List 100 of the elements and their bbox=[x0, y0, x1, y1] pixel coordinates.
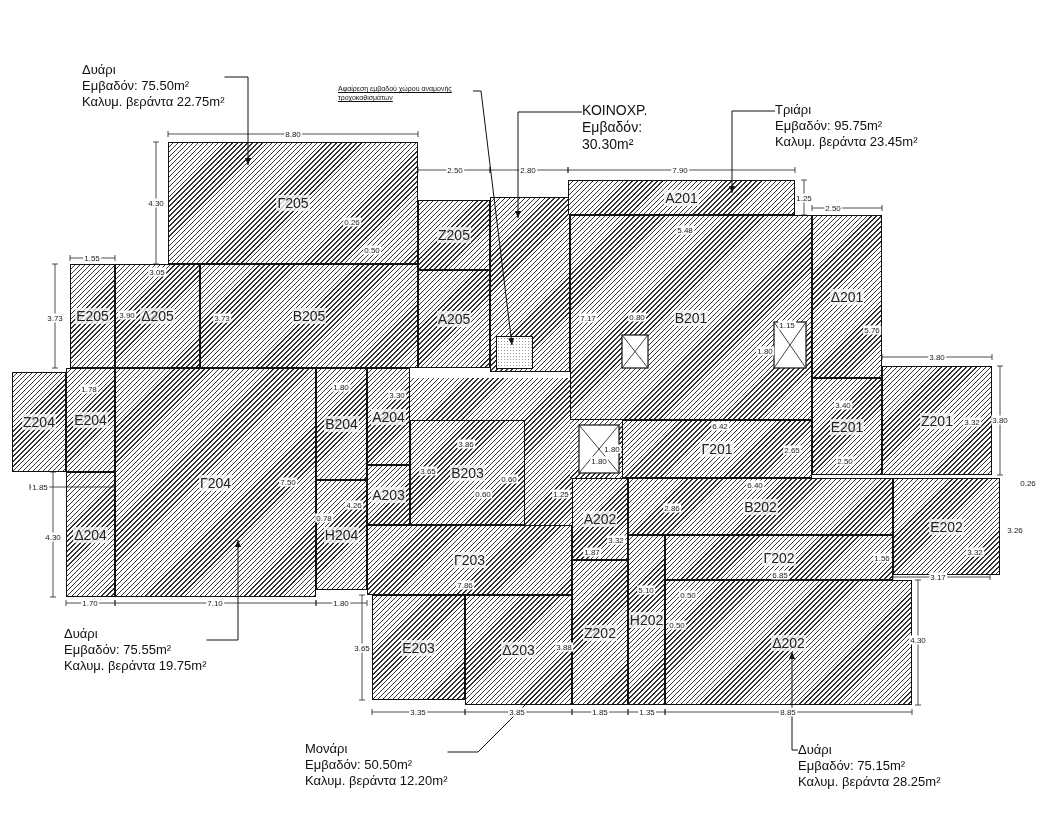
dimension-label: 3.65 bbox=[353, 643, 371, 653]
dimension-label: 1.85 bbox=[591, 707, 609, 717]
room-label: Β204 bbox=[324, 416, 359, 432]
room-label: Β203 bbox=[450, 464, 485, 481]
room-label: Γ204 bbox=[198, 474, 233, 491]
dimension-label: 3.32 bbox=[607, 535, 625, 545]
dimension-label: 3.05 bbox=[148, 267, 166, 277]
dimension-label: 5.10 bbox=[637, 585, 655, 595]
dimension-label: 0.26 bbox=[1019, 478, 1037, 488]
dimension-label: 7.10 bbox=[206, 598, 224, 608]
dimension-label: 3.30 bbox=[388, 390, 406, 400]
dimension-label: 0.80 bbox=[628, 312, 646, 322]
room-label: Γ205 bbox=[276, 195, 310, 211]
hatched-room bbox=[665, 580, 912, 705]
dimension-label: 4.26 bbox=[345, 500, 363, 510]
dimension-label: 0.50 bbox=[363, 245, 381, 255]
callout-text: Καλυμ. βεράντα 23.45m² bbox=[775, 134, 918, 150]
dimension-label: 1.80 bbox=[332, 598, 350, 608]
hatched-room bbox=[70, 264, 115, 368]
dimension-label: 2.80 bbox=[519, 165, 537, 175]
room-label: Ζ201 bbox=[920, 412, 954, 429]
dimension-label: 5.76 bbox=[863, 325, 881, 335]
hatched-room bbox=[115, 264, 200, 368]
dimension-label: 4.30 bbox=[147, 198, 165, 208]
dimension-label: 2.50 bbox=[836, 456, 854, 466]
room-label: Ζ204 bbox=[22, 414, 56, 430]
room-label: Η204 bbox=[323, 527, 360, 543]
dimension-label: 1.80 bbox=[332, 382, 350, 392]
dimension-label: 7.50 bbox=[279, 477, 297, 487]
leader-line bbox=[447, 689, 541, 753]
room-label: Ε202 bbox=[929, 518, 964, 535]
hatched-room bbox=[66, 368, 115, 472]
hatched-room bbox=[628, 478, 893, 535]
leader-line bbox=[729, 110, 776, 194]
callout-text: Εμβαδόν: 75.55m² bbox=[64, 642, 173, 658]
dimension-label: 7.86 bbox=[456, 580, 474, 590]
dimension-label: 1.85 bbox=[31, 482, 49, 492]
callout-heading: Τριάρι bbox=[775, 102, 813, 118]
dimension-label: 3.35 bbox=[409, 707, 427, 717]
room-label: Η202 bbox=[628, 612, 665, 628]
dimension-label: 3.80 bbox=[928, 352, 946, 362]
dimension-label: 6.42 bbox=[711, 421, 729, 431]
hatched-room bbox=[572, 560, 628, 705]
hatched-room bbox=[12, 372, 66, 472]
hatched-room bbox=[316, 480, 367, 590]
callout-text: Εμβαδόν: 50.50m² bbox=[305, 757, 414, 773]
hatched-room bbox=[572, 478, 628, 560]
room-label: Ε203 bbox=[401, 639, 436, 656]
dimension-label: 3.40 bbox=[834, 400, 852, 410]
room-label: Δ201 bbox=[829, 288, 865, 305]
dimension-label: 3.17 bbox=[929, 572, 947, 582]
room-label: Ε204 bbox=[73, 412, 108, 428]
dimension-label: 2.50 bbox=[824, 203, 842, 213]
dimension-label: 7.17 bbox=[579, 313, 597, 323]
dimension-label: 0.60 bbox=[474, 489, 492, 499]
callout-heading: Δυάρι bbox=[82, 62, 117, 78]
room-label: Β205 bbox=[291, 308, 327, 324]
leader-line bbox=[224, 76, 251, 166]
dimension-label: 0.50 bbox=[679, 590, 697, 600]
room-label: Β202 bbox=[743, 498, 778, 515]
dimension-label: 1.25 bbox=[552, 489, 570, 499]
leader-line bbox=[515, 111, 583, 219]
dimension-label: 8.80 bbox=[284, 129, 302, 139]
dimension-label: 0.50 bbox=[668, 620, 686, 630]
leader-line bbox=[206, 539, 241, 641]
dimension-label: 1.80 bbox=[590, 456, 608, 466]
dimension-label: 8.85 bbox=[779, 707, 797, 717]
callout-text: Εμβαδόν: 95.75m² bbox=[775, 118, 884, 134]
dimension-label: 2.50 bbox=[446, 165, 464, 175]
dimension-label: 0.60 bbox=[500, 474, 518, 484]
common-area bbox=[490, 197, 570, 372]
hatched-room bbox=[628, 535, 665, 705]
dimension-label: 1.80 bbox=[603, 444, 621, 454]
leader-line bbox=[472, 90, 515, 346]
dimension-label: 3.32 bbox=[963, 417, 981, 427]
hatched-room bbox=[168, 142, 418, 264]
dimension-label: 3.73 bbox=[46, 313, 64, 323]
dimension-label: 6.85 bbox=[771, 570, 789, 580]
callout-text: Καλυμ. βεράντα 22.75m² bbox=[82, 94, 225, 110]
room-label: Α205 bbox=[436, 311, 472, 327]
callout-heading: Δυάρι bbox=[798, 742, 833, 758]
hatched-room bbox=[115, 368, 316, 597]
callout-text: Εμβαδόν: 30.30m² bbox=[582, 119, 644, 153]
dimension-label: 3.85 bbox=[508, 707, 526, 717]
dimension-label: 1.87 bbox=[583, 547, 601, 557]
dimension-label: 3.32 bbox=[966, 547, 984, 557]
dimension-label: 3.65 bbox=[419, 466, 437, 476]
hatched-room bbox=[812, 378, 882, 475]
dimension-label: 3.80 bbox=[991, 415, 1009, 425]
dimension-label: 1.78 bbox=[80, 384, 98, 394]
dimension-label: 3.90 bbox=[118, 310, 136, 320]
hatched-room bbox=[367, 368, 410, 465]
hatched-room bbox=[200, 264, 418, 368]
callout-text: Εμβαδόν: 75.50m² bbox=[82, 78, 191, 94]
hatched-room bbox=[465, 595, 572, 705]
dimension-label: 3.86 bbox=[457, 439, 475, 449]
callout-text: Καλυμ. βεράντα 12.20m² bbox=[305, 773, 448, 789]
callout-text: Καλυμ. βεράντα 19.75m² bbox=[64, 658, 207, 674]
dimension-label: 3.73 bbox=[213, 313, 231, 323]
hatched-room bbox=[418, 270, 490, 368]
